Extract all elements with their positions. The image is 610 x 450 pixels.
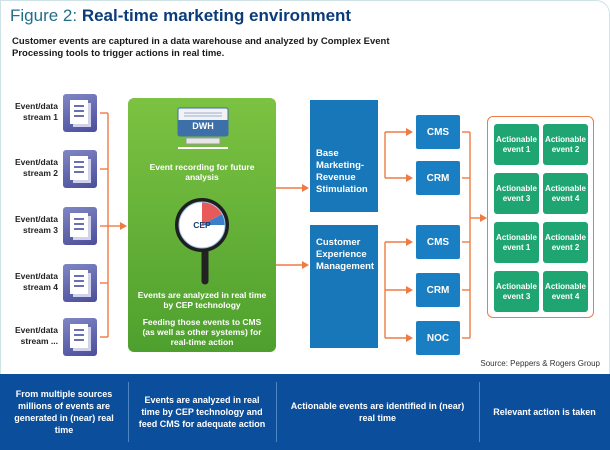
- stream-label: Event/data stream ...: [15, 325, 58, 346]
- footer-divider: [276, 382, 277, 442]
- footer-step-3: Actionable events are identified in (nea…: [290, 401, 465, 423]
- crm-box: CRM: [416, 273, 460, 307]
- actionable-event: Actionable event 1: [494, 222, 539, 263]
- crm-box: CRM: [416, 161, 460, 195]
- stream-label: Event/data stream 4: [15, 271, 58, 292]
- stream-label: Event/data stream 3: [15, 214, 58, 235]
- analyzed-text: Events are analyzed in real time by CEP …: [137, 290, 267, 310]
- feeding-text: Feeding those events to CMS (as well as …: [142, 317, 262, 347]
- cms-box: CMS: [416, 225, 460, 259]
- customer-experience-box: Customer Experience Management: [310, 225, 378, 348]
- actionable-event: Actionable event 3: [494, 173, 539, 214]
- figure-title-text: Real-time marketing environment: [81, 6, 352, 25]
- document-stack-icon: [63, 150, 97, 188]
- figure-subtitle: Customer events are captured in a data w…: [12, 36, 390, 59]
- document-stack-icon: [63, 94, 97, 132]
- actionable-event: Actionable event 1: [494, 124, 539, 165]
- magnifier-icon: CEP: [172, 195, 232, 285]
- footer-band: From multiple sources millions of events…: [0, 374, 610, 450]
- footer-divider: [128, 382, 129, 442]
- recording-text: Event recording for future analysis: [149, 162, 255, 182]
- cep-label: CEP: [193, 220, 211, 230]
- actionable-event: Actionable event 2: [543, 124, 588, 165]
- actionable-event: Actionable event 2: [543, 222, 588, 263]
- noc-box: NOC: [416, 321, 460, 355]
- actionable-event: Actionable event 3: [494, 271, 539, 312]
- figure-label: Figure 2:: [10, 6, 78, 25]
- document-stack-icon: [63, 318, 97, 356]
- actionable-events-group: [487, 116, 594, 318]
- base-marketing-box: Base Marketing-Revenue Stimulation: [310, 100, 378, 212]
- footer-step-2: Events are analyzed in real time by CEP …: [138, 395, 266, 429]
- document-stack-icon: [63, 207, 97, 245]
- footer-step-1: From multiple sources millions of events…: [14, 389, 114, 435]
- source-note: Source: Peppers & Rogers Group: [480, 359, 600, 368]
- stream-label: Event/data stream 1: [15, 101, 58, 122]
- footer-step-4: Relevant action is taken: [493, 407, 596, 417]
- stream-label: Event/data stream 2: [15, 157, 58, 178]
- figure-title: Figure 2: Real-time marketing environmen…: [10, 6, 351, 26]
- actionable-event: Actionable event 4: [543, 173, 588, 214]
- actionable-event: Actionable event 4: [543, 271, 588, 312]
- cms-box: CMS: [416, 115, 460, 149]
- dwh-label: DWH: [192, 121, 214, 131]
- document-stack-icon: [63, 264, 97, 302]
- footer-divider: [479, 382, 480, 442]
- database-icon: DWH: [176, 106, 230, 150]
